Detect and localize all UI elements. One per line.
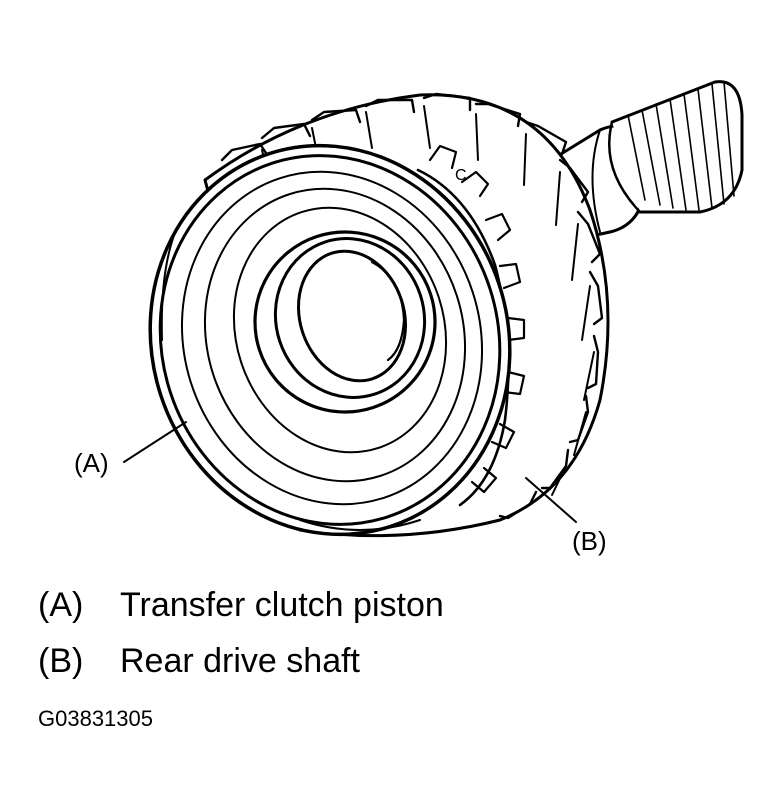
- callout-a-label: (A): [74, 448, 109, 478]
- legend-key-b: (B): [38, 642, 84, 680]
- legend-label-b: Rear drive shaft: [120, 642, 360, 680]
- part-mark-c: C: [455, 167, 467, 184]
- callout-b-label: (B): [572, 526, 607, 556]
- callout-b-leader: [525, 477, 577, 523]
- legend-item-b: (B) Rear drive shaft: [38, 642, 360, 681]
- transfer-clutch-piston: [148, 143, 512, 537]
- figure-id: G03831305: [38, 706, 153, 731]
- callout-a-leader: [123, 421, 187, 463]
- legend-key-a: (A): [38, 586, 84, 624]
- legend-label-a: Transfer clutch piston: [120, 586, 444, 624]
- legend-item-a: (A) Transfer clutch piston: [38, 586, 444, 625]
